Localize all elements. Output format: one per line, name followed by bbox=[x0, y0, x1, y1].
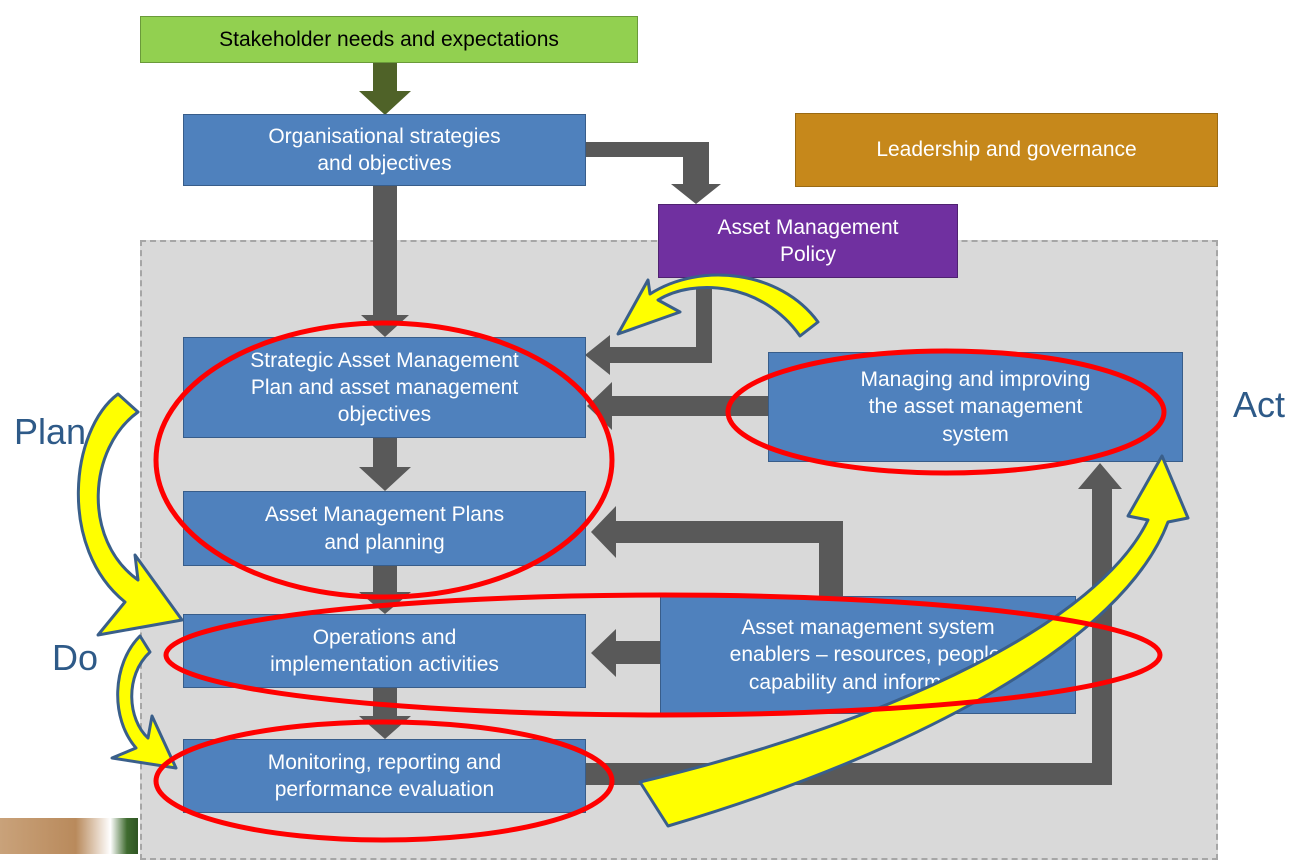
arrow-ops-to-monitoring bbox=[359, 688, 411, 739]
do-label: Do bbox=[52, 637, 99, 678]
check-to-act-cycle-arrow bbox=[638, 454, 1190, 828]
arrow-policy-to-samp bbox=[585, 278, 712, 375]
asset-management-policy-box: Asset Management Policy bbox=[658, 204, 958, 278]
organisational-strategies-box: Organisational strategies and objectives bbox=[183, 114, 586, 186]
am-plans-planning-box: Asset Management Plans and planning bbox=[183, 491, 586, 566]
managing-improving-box: Managing and improving the asset managem… bbox=[768, 352, 1183, 462]
strategic-am-plan-box: Strategic Asset Management Plan and asse… bbox=[183, 337, 586, 438]
managing-highlight bbox=[725, 348, 1167, 476]
arrow-strategies-to-policy bbox=[586, 142, 721, 204]
stakeholder-needs-box: Stakeholder needs and expectations bbox=[140, 16, 638, 63]
monitoring-reporting-box: Monitoring, reporting and performance ev… bbox=[183, 739, 586, 813]
arrow-enablers-to-ops bbox=[591, 629, 660, 677]
monitoring-highlight bbox=[153, 719, 615, 843]
operations-enablers-highlight bbox=[163, 592, 1163, 718]
act-to-plan-cycle-arrow bbox=[616, 273, 820, 338]
samp-plans-highlight bbox=[153, 320, 615, 600]
arrow-enablers-to-plans bbox=[591, 506, 843, 596]
arrow-samp-to-plans bbox=[359, 438, 411, 491]
plan-label: Plan bbox=[14, 411, 87, 452]
plan-to-do-cycle-arrow bbox=[76, 392, 184, 637]
do-to-check-cycle-arrow bbox=[110, 634, 178, 770]
operations-implementation-box: Operations and implementation activities bbox=[183, 614, 586, 688]
arrow-stakeholder-to-strategies bbox=[359, 62, 411, 115]
act-label: Act bbox=[1233, 384, 1286, 425]
arrow-managing-to-samp bbox=[587, 382, 768, 430]
leadership-governance-box: Leadership and governance bbox=[795, 113, 1218, 187]
corner-photo bbox=[0, 818, 138, 854]
arrow-strategies-to-samp bbox=[361, 186, 409, 337]
